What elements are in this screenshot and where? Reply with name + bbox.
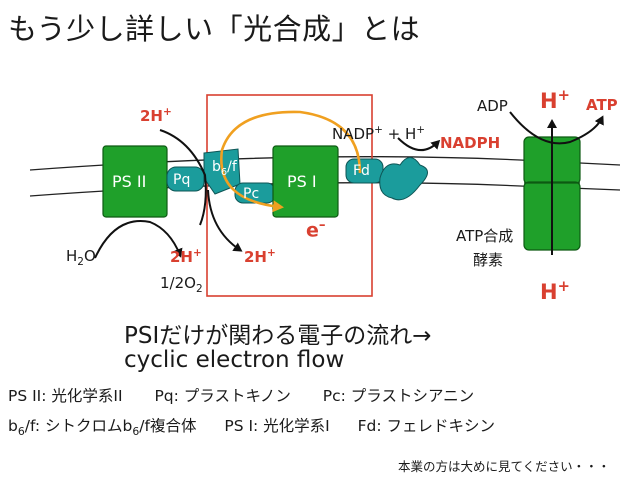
legend-fd: Fd: フェレドキシン [357,417,496,435]
proton-label-right: 2H+ [244,247,276,266]
proton-in-arrow-left [159,129,207,226]
atp-synthase-label-2: 酵素 [473,251,504,269]
legend-pq: Pq: プラストキノン [154,387,291,405]
ps2-label: PS II [112,172,147,191]
legend-row-2: b6/f: シトクロムb6/f複合体 PS I: 光化学系I Fd: フェレドキ… [8,414,495,438]
caption-line-1: PSIだけが関わる電子の流れ→ [124,323,432,349]
b6f-label: b6/f [212,159,237,178]
legend-pc: Pc: プラストシアニン [322,387,475,405]
footnote: 本業の方は大めに見てください・・・ [398,459,611,474]
legend-b6f: b6/f: シトクロムb6/f複合体 [8,417,197,439]
highlight-frame [206,94,373,297]
proton-bottom-label: H+ [540,278,570,304]
proton-label-mid: 2H+ [170,247,202,266]
electron-label: e– [306,218,326,242]
nadp-reduction-arrow [397,137,441,151]
proton-label-top: 2H+ [140,106,172,125]
proton-out-arrow [207,189,243,252]
ps1-label: PS I [287,172,317,191]
pc-label: Pc [243,186,260,202]
nadp-label: NADP+ + H+ [332,124,426,143]
caption-line-2: cyclic electron flow [124,347,345,373]
page-title: もう少し詳しい「光合成」とは [8,12,421,46]
atp-synthase-label-1: ATP合成 [456,227,514,245]
proton-top-label: H+ [540,87,570,113]
atp-label: ATP [586,96,618,114]
pq-carrier [166,166,205,192]
legend-row-1: PS II: 光化学系II Pq: プラストキノン Pc: プラストシアニン [8,384,474,406]
fnr-enzyme [379,157,428,201]
oxygen-label: 1/2O2 [160,274,203,295]
adp-label: ADP [477,97,508,115]
nadph-label: NADPH [440,134,501,152]
legend-ps2: PS II: 光化学系II [8,387,123,405]
water-label: H2O [66,247,96,268]
legend-ps1: PS I: 光化学系I [224,417,330,435]
pq-label: Pq [173,172,191,188]
ps1-complex [272,145,339,218]
fd-label: Fd [353,163,370,179]
water-split-arrow [94,220,183,259]
adp-to-atp-arrow [509,111,604,145]
cyclic-electron-flow-arrow [220,110,362,213]
